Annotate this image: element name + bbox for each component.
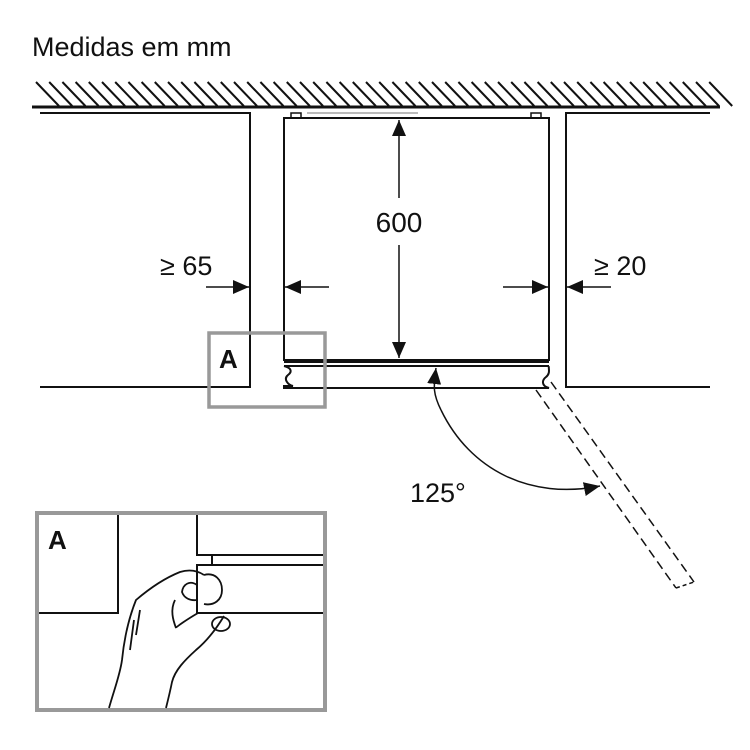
hatch-line [602, 81, 628, 107]
appliance-door [283, 361, 550, 389]
hatch-line [470, 81, 496, 107]
hatch-line [563, 81, 588, 107]
hatch-line [167, 81, 192, 107]
hatch-line [510, 81, 535, 107]
hatch-line [695, 81, 720, 107]
hatch-line [391, 81, 417, 107]
detail-a-label: A [219, 344, 238, 374]
hatch-line [61, 81, 87, 107]
door-angle-label: 125° [410, 478, 466, 508]
hatch-line [629, 81, 654, 107]
door-angle-arc [427, 367, 601, 496]
hatch-line [48, 81, 73, 107]
inset-label: A [48, 525, 67, 555]
hatch-line [642, 81, 667, 107]
hatch-line [497, 81, 522, 107]
hatch-line [457, 81, 483, 107]
hatch-line [708, 81, 733, 107]
right-gap-label: ≥ 20 [594, 251, 646, 281]
hatch-line [682, 81, 707, 107]
hatch-line [444, 81, 469, 107]
wall-hatch [32, 81, 733, 109]
hatch-line [259, 81, 285, 107]
hatch-line [338, 81, 364, 107]
hatch-line [220, 81, 245, 107]
hatch-line [365, 81, 390, 107]
hatch-line [101, 81, 126, 107]
hatch-line [484, 81, 509, 107]
right-cabinet [565, 112, 710, 388]
hatch-line [154, 81, 179, 107]
hatch-line [74, 81, 100, 107]
hatch-line [272, 81, 298, 107]
hatch-line [193, 81, 219, 107]
hatch-line [325, 81, 351, 107]
depth-label: 600 [376, 207, 423, 238]
hatch-line [655, 81, 681, 107]
hand-icon [108, 569, 231, 709]
hatch-line [576, 81, 601, 107]
hatch-line [418, 81, 443, 107]
hatch-line [114, 81, 139, 107]
hatch-line [431, 81, 456, 107]
door-open-position [535, 381, 695, 589]
diagram-title: Medidas em mm [32, 32, 232, 62]
hatch-line [127, 81, 153, 107]
hatch-line [312, 81, 337, 107]
hatch-line [550, 81, 575, 107]
hatch-line [140, 81, 166, 107]
appliance-body [283, 112, 550, 361]
hatch-line [523, 81, 549, 107]
hatch-line [668, 81, 694, 107]
hatch-line [378, 81, 403, 107]
left-gap-label: ≥ 65 [160, 251, 212, 281]
hatch-line [88, 81, 113, 107]
hatch-line [536, 81, 562, 107]
left-cabinet [40, 112, 251, 388]
hatch-line [616, 81, 641, 107]
hatch-line [35, 81, 60, 107]
hatch-line [246, 81, 271, 107]
hatch-line [206, 81, 232, 107]
hatch-line [286, 81, 311, 107]
detail-a-marker [207, 331, 327, 409]
hatch-line [404, 81, 430, 107]
hatch-line [180, 81, 205, 107]
detail-a-inset: A [35, 511, 327, 712]
hatch-line [352, 81, 377, 107]
hatch-line [589, 81, 615, 107]
hatch-line [299, 81, 324, 107]
hatch-line [233, 81, 258, 107]
